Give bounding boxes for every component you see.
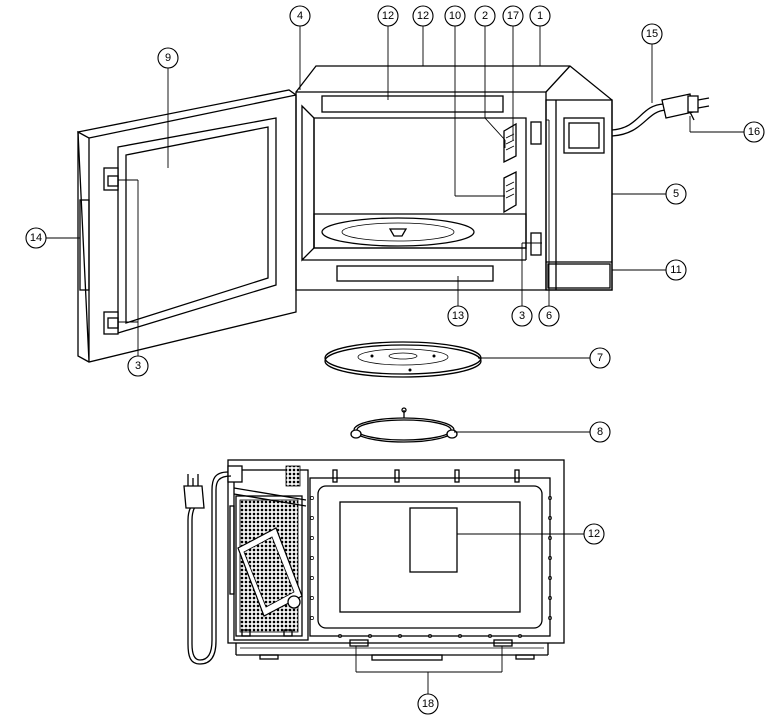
bottom-power-cord xyxy=(184,472,231,664)
glass-turntable xyxy=(325,342,481,377)
callout-18-label: 18 xyxy=(422,698,434,710)
callout-12-top-left: 12 xyxy=(378,6,398,26)
callout-1-label: 1 xyxy=(537,10,543,22)
bottom-view xyxy=(228,460,564,660)
lower-vent-cover xyxy=(337,266,493,281)
callout-14-label: 14 xyxy=(30,232,42,244)
callout-9: 9 xyxy=(158,48,178,68)
callout-11-label: 11 xyxy=(670,264,681,276)
callout-10-label: 10 xyxy=(449,10,461,22)
safety-interlock-bottom xyxy=(531,233,541,255)
mica-cover xyxy=(504,172,516,212)
callout-10: 10 xyxy=(445,6,465,26)
callout-17-label: 17 xyxy=(507,10,519,22)
callout-17: 17 xyxy=(503,6,523,26)
callout-4: 4 xyxy=(290,6,310,26)
callout-18: 18 xyxy=(418,694,438,714)
roller-ring xyxy=(351,408,457,442)
oven-door xyxy=(78,90,296,362)
callout-5: 5 xyxy=(666,184,686,204)
callout-16-label: 16 xyxy=(748,126,760,138)
callout-16: 16 xyxy=(744,122,764,142)
callout-12-bottom-label: 12 xyxy=(588,528,600,540)
callout-1: 1 xyxy=(530,6,550,26)
callout-12-top-right-label: 12 xyxy=(417,10,429,22)
callout-3-cavity: 3 xyxy=(512,306,532,326)
turntable-in-cavity xyxy=(322,218,474,246)
callout-14: 14 xyxy=(26,228,46,248)
callout-9-label: 9 xyxy=(165,52,171,64)
callout-13-label: 13 xyxy=(452,310,464,322)
callout-11: 11 xyxy=(666,260,686,280)
callout-7: 7 xyxy=(590,348,610,368)
callout-12-top-left-label: 12 xyxy=(382,10,394,22)
callout-3-door: 3 xyxy=(128,356,148,376)
door-latch-top xyxy=(104,168,118,190)
door-latch-bottom xyxy=(104,312,118,334)
callout-3-door-label: 3 xyxy=(135,360,141,372)
callout-5-label: 5 xyxy=(673,188,679,200)
callout-4-label: 4 xyxy=(297,10,303,22)
callout-8: 8 xyxy=(590,422,610,442)
callout-13: 13 xyxy=(448,306,468,326)
callout-12-bottom: 12 xyxy=(584,524,604,544)
callout-3-cavity-label: 3 xyxy=(519,310,525,322)
callout-7-label: 7 xyxy=(597,352,603,364)
callout-15: 15 xyxy=(642,24,662,44)
callout-15-label: 15 xyxy=(646,28,658,40)
callout-6: 6 xyxy=(539,306,559,326)
power-cord xyxy=(612,94,709,136)
safety-interlock-top xyxy=(531,122,541,144)
door-release-button xyxy=(548,264,610,288)
oven-cabinet xyxy=(296,66,612,290)
callout-8-label: 8 xyxy=(597,426,603,438)
callout-12-top-right: 12 xyxy=(413,6,433,26)
callout-2: 2 xyxy=(475,6,495,26)
waveguide-cover xyxy=(504,124,516,162)
callout-6-label: 6 xyxy=(546,310,552,322)
callout-2-label: 2 xyxy=(482,10,488,22)
upper-vent-cover xyxy=(322,96,503,112)
